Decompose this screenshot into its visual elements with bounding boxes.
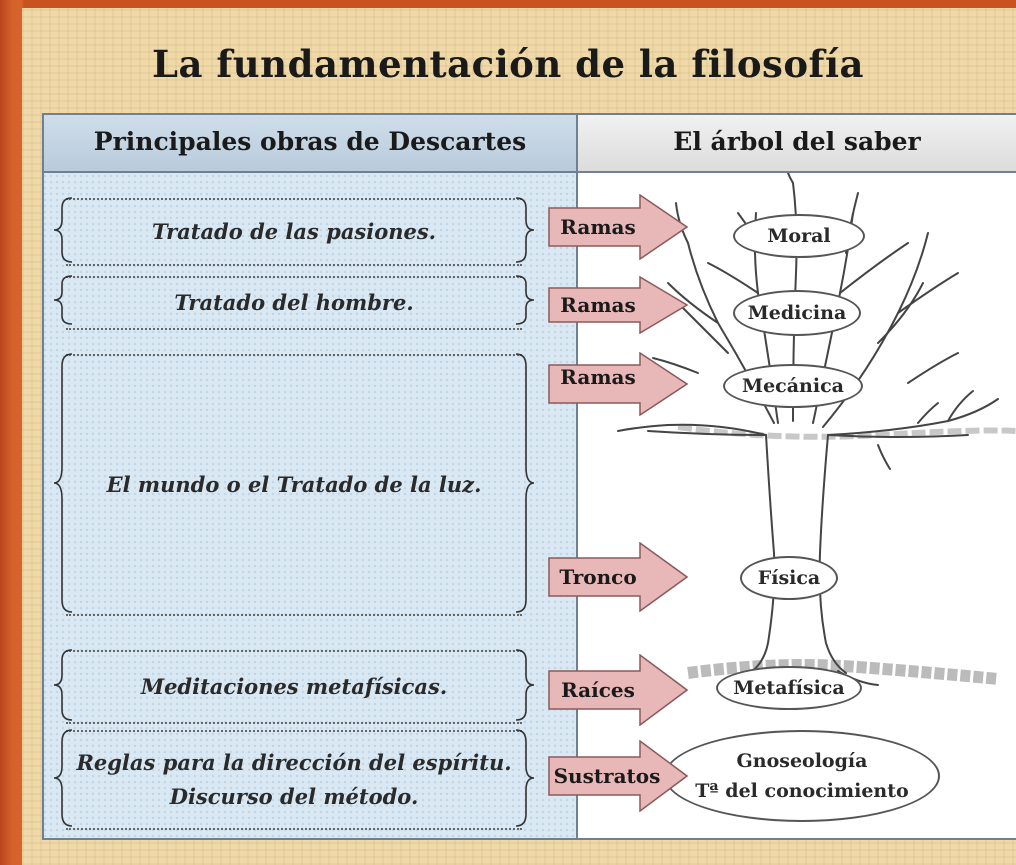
ground-line-lower bbox=[687, 659, 999, 685]
branch-crown-17 bbox=[907, 352, 959, 384]
work-hombre-text: Tratado del hombre. bbox=[174, 290, 414, 315]
header-works: Principales obras de Descartes bbox=[42, 113, 578, 173]
node-medicina: Medicina bbox=[733, 290, 861, 336]
node-gnoseologia-line1: Gnoseología bbox=[736, 750, 868, 772]
branch-right-twig-2 bbox=[947, 390, 974, 422]
node-gnoseologia: Gnoseología Tª del conocimiento bbox=[664, 730, 940, 822]
brace-left-2 bbox=[53, 275, 73, 325]
arrow-label-ramas-1: Ramas bbox=[560, 215, 636, 239]
arrow-label-ramas-3: Ramas bbox=[560, 365, 636, 389]
column-divider bbox=[576, 113, 578, 840]
arrow-label-tronco: Tronco bbox=[559, 565, 637, 589]
table-border bbox=[42, 113, 1016, 840]
brace-left-5 bbox=[53, 729, 73, 827]
branch-left-low bbox=[617, 423, 767, 436]
arrow-label-sustratos: Sustratos bbox=[553, 764, 661, 788]
brace-left-3 bbox=[53, 353, 73, 613]
branch-crown-11 bbox=[897, 272, 959, 314]
brace-left-1 bbox=[53, 197, 73, 263]
brace-right-3 bbox=[515, 353, 535, 613]
node-moral: Moral bbox=[733, 214, 865, 258]
works-column bbox=[42, 113, 578, 840]
branch-crown-16 bbox=[652, 357, 699, 374]
branch-right-low-2 bbox=[827, 434, 969, 438]
branch-crown-13 bbox=[787, 173, 794, 184]
header-tree: El árbol del saber bbox=[578, 113, 1016, 173]
branch-right-low bbox=[827, 398, 999, 436]
brace-left-4 bbox=[53, 649, 73, 721]
work-meditaciones: Meditaciones metafísicas. bbox=[66, 650, 522, 724]
arrow-sustratos: Sustratos bbox=[548, 740, 688, 812]
work-mundo-text: El mundo o el Tratado de la luz. bbox=[106, 472, 482, 497]
node-mecanica: Mecánica bbox=[723, 364, 863, 408]
arrow-ramas-medicina: Ramas bbox=[548, 276, 688, 334]
branch-right-twig bbox=[877, 444, 891, 470]
branch-right-twig-3 bbox=[917, 402, 939, 424]
tree-trunk-right bbox=[818, 434, 847, 674]
node-metafisica: Metafísica bbox=[716, 666, 862, 710]
branch-left-low-2 bbox=[647, 430, 767, 436]
ground-line-upper bbox=[677, 424, 1016, 440]
arrow-ramas-moral: Ramas bbox=[548, 194, 688, 260]
work-pasiones: Tratado de las pasiones. bbox=[66, 198, 522, 266]
branch-crown-9 bbox=[707, 262, 759, 294]
brace-right-1 bbox=[515, 197, 535, 263]
work-reglas-discurso: Reglas para la dirección del espíritu. D… bbox=[66, 730, 522, 830]
branch-crown-10 bbox=[839, 242, 909, 294]
node-gnoseologia-line2: Tª del conocimiento bbox=[695, 780, 909, 802]
brace-right-2 bbox=[515, 275, 535, 325]
arrow-label-ramas-2: Ramas bbox=[560, 293, 636, 317]
work-hombre: Tratado del hombre. bbox=[66, 276, 522, 330]
arrow-raices: Raíces bbox=[548, 654, 688, 726]
branch-crown-7 bbox=[877, 282, 924, 344]
tree-trunk-left bbox=[749, 434, 776, 674]
work-pasiones-text: Tratado de las pasiones. bbox=[151, 219, 436, 244]
arrow-label-raices: Raíces bbox=[561, 678, 635, 702]
page-title: La fundamentación de la filosofía bbox=[151, 42, 864, 86]
brace-right-5 bbox=[515, 729, 535, 827]
arrow-tronco: Tronco bbox=[548, 542, 688, 612]
node-fisica: Física bbox=[740, 556, 838, 600]
brace-right-4 bbox=[515, 649, 535, 721]
work-meditaciones-text: Meditaciones metafísicas. bbox=[140, 674, 448, 699]
branch-crown-8 bbox=[667, 282, 719, 324]
work-reglas-text: Reglas para la dirección del espíritu. bbox=[76, 750, 512, 775]
arrow-ramas-mecanica: Ramas bbox=[548, 352, 688, 416]
work-mundo: El mundo o el Tratado de la luz. bbox=[66, 354, 522, 616]
work-discurso-text: Discurso del método. bbox=[169, 784, 419, 809]
